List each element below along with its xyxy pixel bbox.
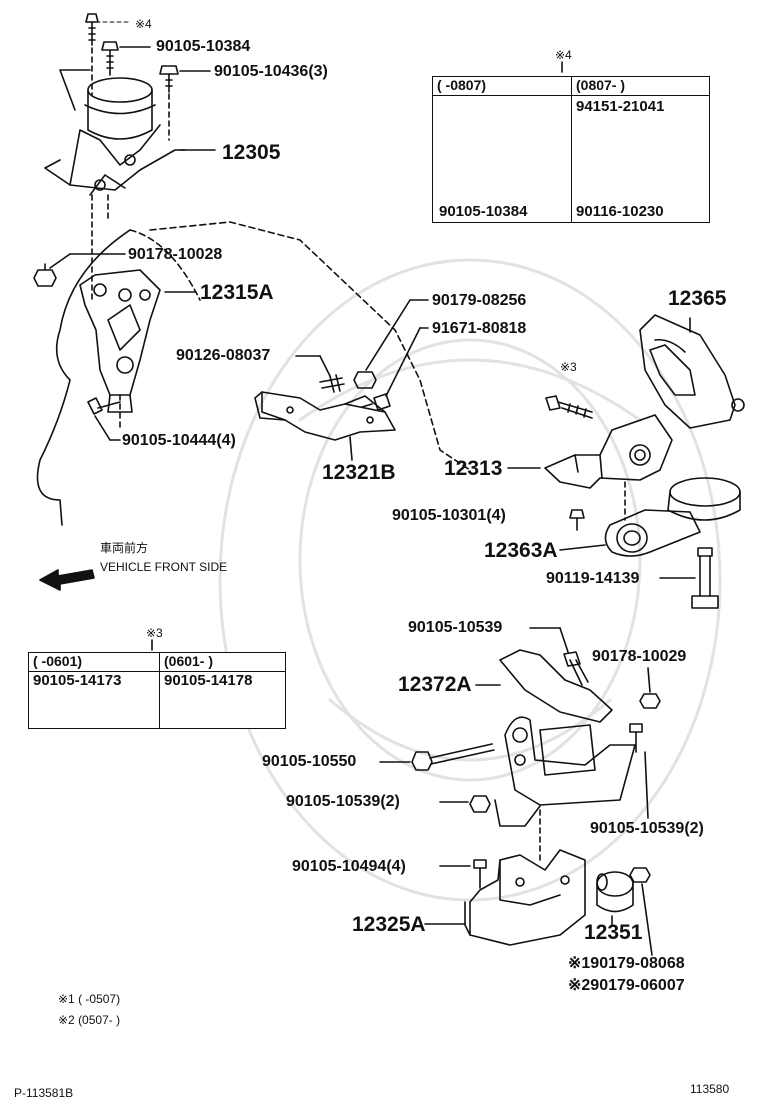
nut-90178-10028 (33, 263, 57, 287)
nut-90179-08256 (353, 371, 377, 389)
part-label-90179-08068[interactable]: ※190179-08068 (568, 955, 685, 972)
engine-outline (149, 221, 471, 471)
mark3-bolt-callout: ※3 (560, 360, 577, 374)
part-label-90105-10539-right[interactable]: 90105-10539(2) (590, 820, 704, 837)
part-label-12363A[interactable]: 12363A (484, 539, 558, 562)
table4-col1-header: ( -0807) (432, 76, 572, 96)
part-label-90126-08037[interactable]: 90126-08037 (176, 347, 271, 364)
table3-variants: ( -0601) (0601- ) 90105-14173 90105-1417… (28, 652, 286, 729)
part-label-90105-10539-left[interactable]: 90105-10539(2) (286, 793, 400, 810)
part-label-90178-10028[interactable]: 90178-10028 (128, 246, 223, 263)
part-label-90179-08256[interactable]: 90179-08256 (432, 292, 527, 309)
footnote-1: ※1 ( -0507) (58, 992, 121, 1006)
part-label-12325A[interactable]: 12325A (352, 913, 426, 936)
part-label-90179-06007[interactable]: ※290179-06007 (568, 977, 685, 994)
table4-col2-top-part[interactable]: 94151-21041 (576, 98, 665, 115)
part-label-12313[interactable]: 12313 (444, 457, 503, 480)
table4-col2-header: (0807- ) (571, 76, 710, 96)
part-label-12315A[interactable]: 12315A (200, 281, 274, 304)
table3-col1-header: ( -0601) (28, 652, 160, 672)
bolt-mark3 (545, 395, 593, 419)
front-arrow-icon (39, 569, 95, 591)
bracket-12372A (494, 649, 636, 827)
bolt-90105-10494 (473, 859, 487, 889)
cover-12365 (639, 314, 745, 429)
table3-mark: ※3 (146, 626, 163, 640)
mount-12363A (604, 477, 741, 557)
bracket-12313 (544, 414, 673, 489)
part-label-90105-10301[interactable]: 90105-10301(4) (392, 507, 506, 524)
table4-col1-part[interactable]: 90105-10384 (439, 203, 528, 220)
table4-variants: ( -0807) (0807- ) 90105-10384 94151-2104… (432, 76, 710, 223)
part-label-90105-10436[interactable]: 90105-10436(3) (214, 63, 328, 80)
footnote-2: ※2 (0507- ) (58, 1013, 121, 1027)
nut-90178-10029 (639, 693, 661, 709)
table4-col2-bottom-part[interactable]: 90116-10230 (576, 203, 664, 220)
bolt-top-2 (101, 41, 119, 76)
part-label-12351[interactable]: 12351 (584, 921, 643, 944)
part-label-90105-10444[interactable]: 90105-10444(4) (122, 432, 236, 449)
bolt-90105-10539-top (563, 651, 589, 686)
part-label-90105-10550[interactable]: 90105-10550 (262, 753, 357, 770)
bracket-12315A (79, 269, 161, 413)
table4-col2-cell: 94151-21041 90116-10230 (571, 95, 710, 223)
part-label-12372A[interactable]: 12372A (398, 673, 472, 696)
bolt-90105-10539-right (629, 723, 643, 753)
nut-90179-08068 (629, 867, 651, 883)
bolt-90105-10301 (569, 509, 585, 531)
table3-col1-part[interactable]: 90105-14173 (28, 671, 160, 729)
bracket-12321B (254, 391, 396, 441)
bolt-90105-10539-left (469, 795, 491, 813)
bushing-12351 (596, 871, 634, 913)
part-label-90105-10539-top[interactable]: 90105-10539 (408, 619, 503, 636)
mark4-callout: ※4 (135, 17, 152, 31)
stud-90126-08037 (319, 374, 345, 393)
table3-col2-part[interactable]: 90105-14178 (159, 671, 286, 729)
bolt-90105-10444 (87, 397, 121, 415)
front-note-jp: 車両前方 (100, 541, 149, 555)
bracket-12325A (464, 849, 586, 946)
engine-mount-12305 (44, 69, 186, 196)
part-label-90105-10384[interactable]: 90105-10384 (156, 38, 251, 55)
diagram-id-right: 113580 (690, 1082, 730, 1096)
part-label-12305[interactable]: 12305 (222, 141, 281, 164)
front-note-en: VEHICLE FRONT SIDE (100, 560, 228, 574)
table4-col1-cell: 90105-10384 (432, 95, 572, 223)
table3-col2-header: (0601- ) (159, 652, 286, 672)
part-label-90105-10494[interactable]: 90105-10494(4) (292, 858, 406, 875)
part-label-12365[interactable]: 12365 (668, 287, 727, 310)
part-label-12321B[interactable]: 12321B (322, 461, 396, 484)
bolt-90105-10550 (411, 743, 495, 771)
part-label-90178-10029[interactable]: 90178-10029 (592, 648, 687, 665)
bolt-top-3 (159, 65, 179, 93)
part-label-90119-14139[interactable]: 90119-14139 (546, 570, 640, 587)
part-label-91671-80818[interactable]: 91671-80818 (432, 320, 527, 337)
diagram-id-left: P-113581B (14, 1086, 74, 1100)
bolt-top-1 (85, 13, 99, 46)
engine-outline-left (36, 229, 131, 526)
table4-mark: ※4 (555, 48, 572, 62)
bolt-90119-14139 (691, 547, 719, 609)
